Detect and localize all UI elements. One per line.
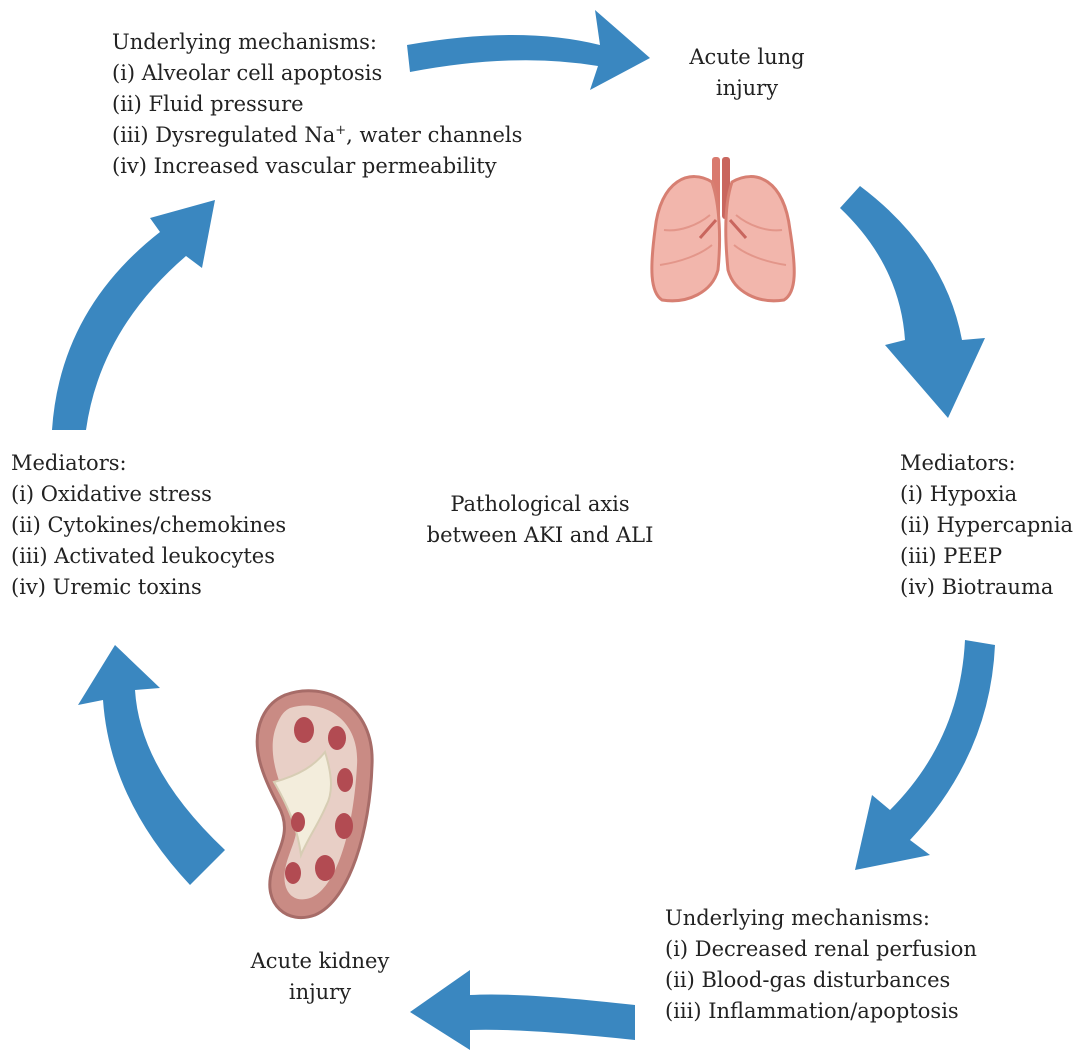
bottom-right-item-3: (iii) Inflammation/apoptosis <box>665 996 977 1027</box>
left-mediators-item-2: (ii) Cytokines/chemokines <box>11 510 286 541</box>
arrow-left-mediators-to-top <box>52 200 215 430</box>
top-left-item-4: (iv) Increased vascular permeability <box>112 151 522 182</box>
arrow-lung-to-right-mediators <box>840 186 985 418</box>
left-mediators-item-1: (i) Oxidative stress <box>11 479 286 510</box>
left-mediators-item-4: (iv) Uremic toxins <box>11 572 286 603</box>
top-left-item-2: (ii) Fluid pressure <box>112 89 522 120</box>
lung-illustration <box>652 157 794 301</box>
bottom-right-mechanisms: Underlying mechanisms: (i) Decreased ren… <box>665 903 977 1027</box>
left-mediators-item-3: (iii) Activated leukocytes <box>11 541 286 572</box>
bottom-right-item-2: (ii) Blood-gas disturbances <box>665 965 977 996</box>
left-mediators-title: Mediators: <box>11 448 286 479</box>
right-mediators: Mediators: (i) Hypoxia (ii) Hypercapnia … <box>900 448 1073 603</box>
right-mediators-item-2: (ii) Hypercapnia <box>900 510 1073 541</box>
right-mediators-title: Mediators: <box>900 448 1073 479</box>
center-label-line2: between AKI and ALI <box>420 520 660 551</box>
bottom-right-title: Underlying mechanisms: <box>665 903 977 934</box>
arrow-kidney-to-left-mediators <box>78 645 225 885</box>
acute-kidney-injury-label: Acute kidney injury <box>235 946 405 1008</box>
top-left-item-3: (iii) Dysregulated Na+, water channels <box>112 120 522 151</box>
bottom-right-item-1: (i) Decreased renal perfusion <box>665 934 977 965</box>
right-mediators-item-1: (i) Hypoxia <box>900 479 1073 510</box>
center-label-line1: Pathological axis <box>420 489 660 520</box>
arrow-bottom-to-kidney <box>410 970 635 1050</box>
kidney-illustration <box>257 691 372 918</box>
center-label: Pathological axis between AKI and ALI <box>420 489 660 551</box>
top-left-mechanisms: Underlying mechanisms: (i) Alveolar cell… <box>112 27 522 182</box>
right-mediators-item-4: (iv) Biotrauma <box>900 572 1073 603</box>
top-left-item-1: (i) Alveolar cell apoptosis <box>112 58 522 89</box>
acute-lung-injury-label: Acute lung injury <box>667 42 827 104</box>
arrow-right-mediators-to-bottom <box>855 640 995 870</box>
top-left-title: Underlying mechanisms: <box>112 27 522 58</box>
left-mediators: Mediators: (i) Oxidative stress (ii) Cyt… <box>11 448 286 603</box>
right-mediators-item-3: (iii) PEEP <box>900 541 1073 572</box>
